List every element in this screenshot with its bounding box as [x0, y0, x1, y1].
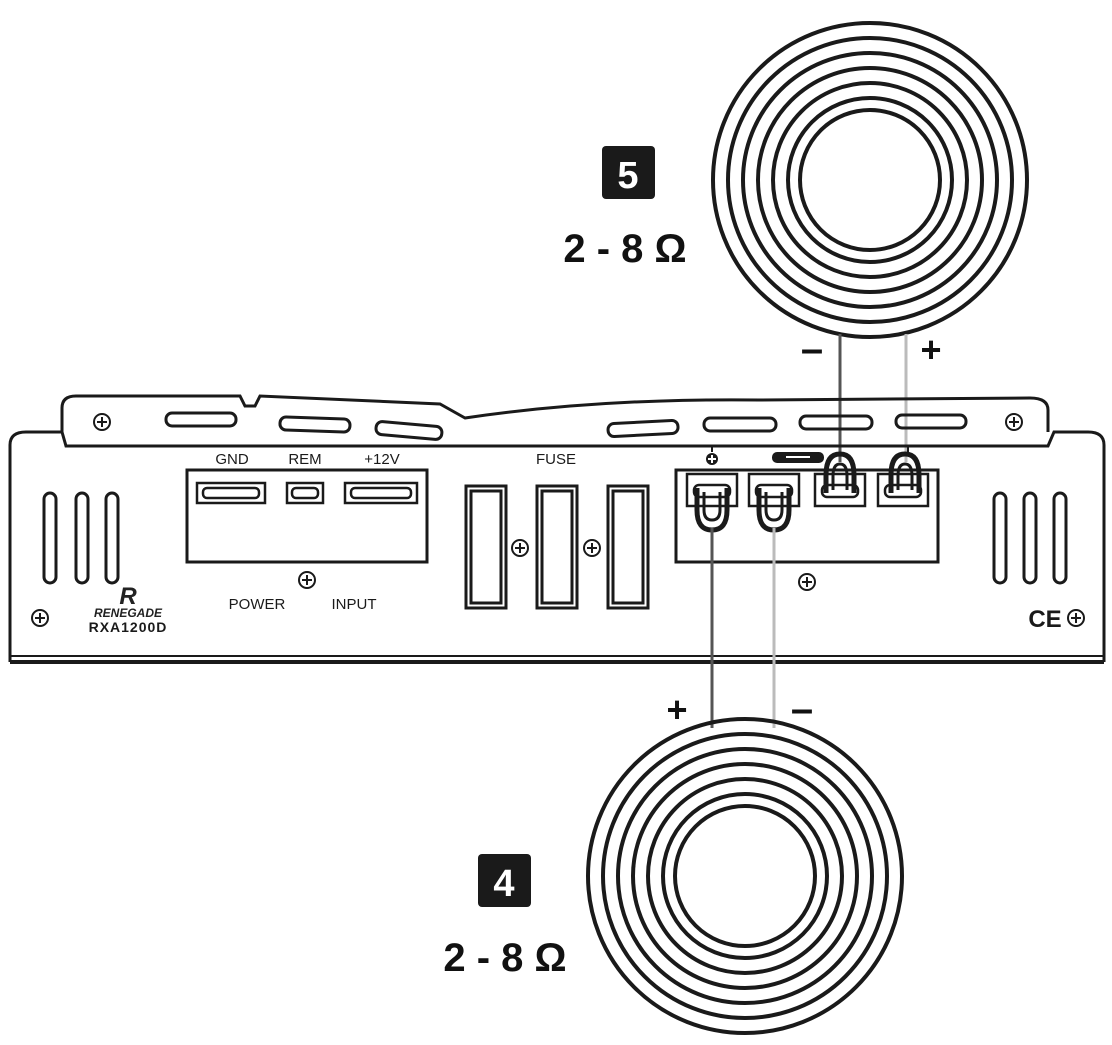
screw-icon — [1067, 609, 1085, 627]
power-terminal-slots — [195, 481, 419, 505]
screw-icon — [1005, 413, 1023, 431]
fuse-1 — [464, 484, 508, 610]
screw-icon — [31, 609, 49, 627]
ce-mark: CE — [1028, 606, 1061, 633]
speaker-5 — [711, 21, 1029, 339]
brand-label: RENEGADE — [94, 606, 163, 620]
speaker-terminal-2 — [747, 472, 801, 508]
speaker-5-ring-connectors — [823, 451, 922, 493]
speaker-4-ring-connectors — [694, 488, 792, 533]
speaker-4 — [586, 717, 904, 1035]
input-label: INPUT — [332, 596, 377, 613]
left-vent-slots — [42, 491, 120, 585]
speaker-terminal-4 — [876, 472, 930, 508]
rem-terminal — [285, 481, 325, 505]
speaker-5-badge — [602, 146, 655, 199]
rem-label: REM — [288, 451, 321, 468]
fuse-label: FUSE — [536, 451, 576, 468]
plus12v-label: +12V — [364, 451, 399, 468]
screw-icon — [298, 571, 316, 589]
fuses — [464, 484, 650, 610]
fuse-3 — [606, 484, 650, 610]
speaker-5-minus-label: – — [801, 327, 823, 371]
polarity-bracket — [711, 445, 909, 452]
power-terminal-block — [185, 468, 429, 564]
speaker-5-plus-label: + — [920, 329, 941, 370]
plus12v-terminal — [343, 481, 419, 505]
top-vent-slots — [164, 411, 968, 441]
speaker-terminal-block — [674, 468, 940, 564]
screw-icons — [31, 413, 1085, 627]
speaker-4-impedance: 2 - 8 Ω — [443, 936, 566, 980]
speaker-4-plus-label: + — [666, 689, 687, 730]
screw-icon — [798, 573, 816, 591]
model-label: RXA1200D — [89, 619, 168, 635]
screw-icon — [511, 539, 529, 557]
power-label: POWER — [229, 596, 286, 613]
speaker-5-number: 5 — [617, 155, 638, 197]
fuse-2 — [535, 484, 579, 610]
screw-icon — [583, 539, 601, 557]
gnd-label: GND — [215, 451, 249, 468]
gnd-terminal — [195, 481, 267, 505]
logo-mark: R — [119, 583, 137, 610]
screw-icon — [93, 413, 111, 431]
speaker-4-number: 4 — [493, 863, 514, 905]
speaker-4-badge — [478, 854, 531, 907]
speaker-4-minus-label: – — [791, 687, 813, 731]
speaker-terminal-3 — [813, 472, 867, 508]
plus-polarity-icon — [706, 453, 718, 465]
renegade-logo: R RENEGADE RXA1200D — [89, 583, 168, 635]
right-vent-slots — [992, 491, 1068, 585]
speaker-5-impedance: 2 - 8 Ω — [563, 227, 686, 271]
speaker-terminal-1 — [685, 472, 739, 508]
amplifier-chassis — [8, 394, 1106, 664]
